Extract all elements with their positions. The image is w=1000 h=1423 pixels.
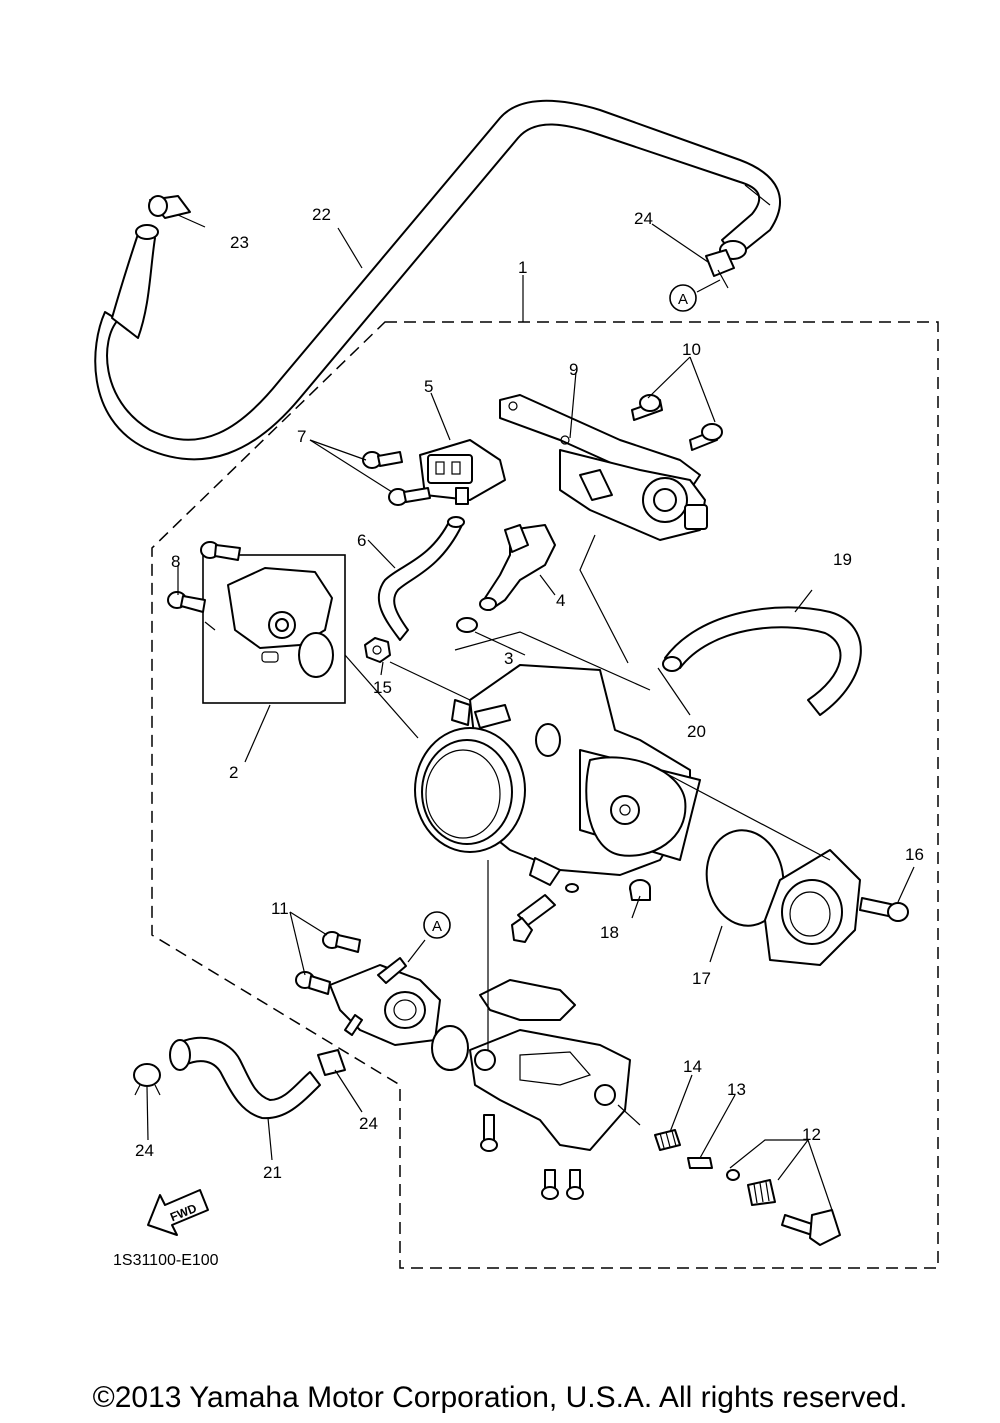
callout-4: 4 <box>556 591 565 610</box>
drawing-code: 1S31100-E100 <box>113 1252 219 1269</box>
callout-1: 1 <box>518 258 527 277</box>
callout-9: 9 <box>569 360 578 379</box>
callout-12: 12 <box>802 1125 821 1144</box>
clip-24-left <box>133 1063 161 1096</box>
callout-23: 23 <box>230 233 249 252</box>
clip-23 <box>148 195 191 219</box>
callout-20: 20 <box>687 722 706 741</box>
fwd-arrow: FWD <box>147 1189 209 1236</box>
clip-24-top <box>705 249 735 289</box>
hose-6 <box>377 516 465 641</box>
cover <box>764 849 861 966</box>
callout-22: 22 <box>312 205 331 224</box>
spring-14 <box>654 1129 681 1151</box>
screw-lower-b <box>541 1169 559 1200</box>
callout-18: 18 <box>600 923 619 942</box>
callout-7: 7 <box>297 427 306 446</box>
o-ring <box>431 1025 469 1071</box>
lower-plate <box>469 1029 631 1151</box>
fitting <box>329 957 441 1046</box>
callout-24-top: 24 <box>634 209 653 228</box>
sensor-2 <box>202 554 346 704</box>
idle-valve-assembly <box>559 449 708 541</box>
ref-a-bottom: A <box>423 911 451 939</box>
callout-19: 19 <box>833 550 852 569</box>
injector-4 <box>479 524 556 611</box>
hose-22 <box>94 99 781 461</box>
ref-a-top: A <box>669 284 697 312</box>
screw-10a <box>631 394 663 421</box>
bracket-9 <box>499 394 701 491</box>
callout-24-left: 24 <box>135 1141 154 1160</box>
callout-6: 6 <box>357 531 366 550</box>
callout-21: 21 <box>263 1163 282 1182</box>
leader-lines <box>146 214 915 1211</box>
hose-21 <box>169 1036 321 1120</box>
callout-15: 15 <box>373 678 392 697</box>
callout-17: 17 <box>692 969 711 988</box>
ref-a-bottom-label: A <box>432 918 442 935</box>
callout-3: 3 <box>504 649 513 668</box>
screw-10b <box>689 423 723 451</box>
sensor-5 <box>419 439 506 505</box>
assembly-boundary <box>151 321 939 1269</box>
gasket-17 <box>705 829 785 927</box>
screw-11a <box>322 931 361 953</box>
callout-8: 8 <box>171 552 180 571</box>
ref-a-top-label: A <box>678 291 688 308</box>
callout-14: 14 <box>683 1057 702 1076</box>
callout-2: 2 <box>229 763 238 782</box>
gasket-lower <box>479 979 576 1021</box>
screw-8a <box>200 541 241 561</box>
screw-11b <box>295 971 331 995</box>
callout-24-right: 24 <box>359 1114 378 1133</box>
screw-lower-a <box>480 1114 498 1152</box>
o-ring-small <box>565 883 579 893</box>
clip-24-right <box>317 1049 346 1076</box>
screw-lower-c <box>566 1169 584 1200</box>
nut-15 <box>364 637 391 663</box>
hose-19 <box>662 606 862 716</box>
callout-10: 10 <box>682 340 701 359</box>
callout-5: 5 <box>424 377 433 396</box>
callout-13: 13 <box>727 1080 746 1099</box>
pin-13 <box>687 1157 713 1169</box>
screw-8b <box>167 591 206 613</box>
screw-7a <box>362 451 403 469</box>
screw-7b <box>388 487 431 506</box>
callout-16: 16 <box>905 845 924 864</box>
seal-3 <box>456 617 478 633</box>
screw-16 <box>859 897 909 922</box>
callout-11: 11 <box>271 899 289 918</box>
screw-throttle <box>511 894 556 943</box>
screw-assembly-12 <box>726 1169 841 1246</box>
copyright-text: ©2013 Yamaha Motor Corporation, U.S.A. A… <box>93 1381 908 1414</box>
throttle-body <box>414 664 701 886</box>
